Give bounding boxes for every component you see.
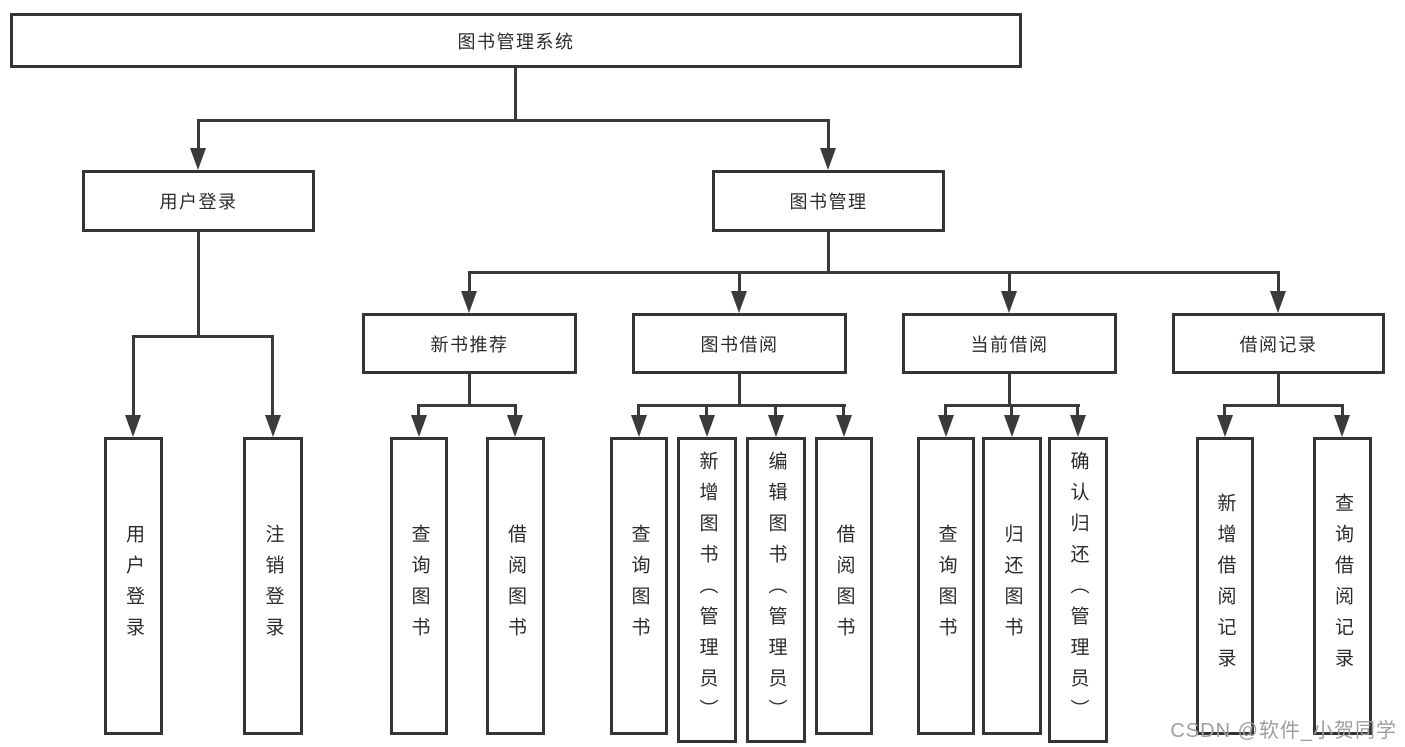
- arrowhead-icon: [631, 415, 647, 437]
- arrowhead-icon: [461, 291, 477, 313]
- connector-line: [417, 404, 420, 417]
- leaf-return-books: 归还图书: [982, 437, 1042, 735]
- connector-line: [827, 119, 830, 150]
- arrowhead-icon: [768, 415, 784, 437]
- arrowhead-icon: [1004, 415, 1020, 437]
- arrowhead-icon: [1334, 415, 1350, 437]
- leaf-add-borrow-record-label: 新增借阅记录: [1214, 493, 1236, 679]
- leaf-query-books-current: 查询图书: [917, 437, 975, 735]
- leaf-logout: 注销登录: [243, 437, 303, 735]
- node-borrow-records: 借阅记录: [1172, 313, 1385, 374]
- arrowhead-icon: [125, 415, 141, 437]
- leaf-borrow-books: 借阅图书: [815, 437, 873, 735]
- leaf-borrow-books-label: 借阅图书: [833, 524, 855, 648]
- node-new-book-recommend-label: 新书推荐: [430, 334, 509, 355]
- leaf-add-books-admin-label: 新增图书（管理员）: [696, 450, 718, 730]
- connector-line: [1008, 271, 1011, 293]
- connector-line: [1277, 374, 1280, 405]
- arrowhead-icon: [1270, 291, 1286, 313]
- arrowhead-icon: [836, 415, 852, 437]
- node-new-book-recommend: 新书推荐: [362, 313, 577, 374]
- connector-line: [197, 119, 200, 150]
- node-book-borrow: 图书借阅: [632, 313, 847, 374]
- leaf-query-books-recommend-label: 查询图书: [408, 524, 430, 648]
- watermark: CSDN @软件_小贺同学: [1170, 720, 1397, 742]
- connector-line: [514, 68, 517, 120]
- node-root: 图书管理系统: [10, 13, 1022, 68]
- arrowhead-icon: [190, 148, 206, 170]
- node-user-login-label: 用户登录: [159, 192, 238, 212]
- node-current-borrow: 当前借阅: [902, 313, 1117, 374]
- leaf-edit-books-admin: 编辑图书（管理员）: [746, 437, 806, 743]
- arrowhead-icon: [1217, 415, 1233, 437]
- leaf-user-login: 用户登录: [104, 437, 163, 735]
- connector-line: [197, 232, 200, 335]
- connector-line: [1010, 404, 1013, 417]
- node-root-label: 图书管理系统: [457, 31, 575, 52]
- leaf-add-books-admin: 新增图书（管理员）: [677, 437, 737, 743]
- arrowhead-icon: [265, 415, 281, 437]
- leaf-edit-books-admin-label: 编辑图书（管理员）: [765, 450, 787, 730]
- arrowhead-icon: [699, 415, 715, 437]
- leaf-logout-label: 注销登录: [262, 524, 284, 648]
- leaf-add-borrow-record: 新增借阅记录: [1196, 437, 1254, 735]
- leaf-query-borrow-record-label: 查询借阅记录: [1332, 493, 1353, 679]
- leaf-borrow-books-recommend-label: 借阅图书: [505, 524, 526, 648]
- connector-line: [1076, 404, 1079, 417]
- node-book-management-label: 图书管理: [789, 192, 868, 212]
- connector-line: [637, 404, 640, 417]
- leaf-query-books-recommend: 查询图书: [390, 437, 448, 735]
- connector-line: [1223, 404, 1344, 407]
- connector-line: [738, 271, 741, 293]
- connector-line: [738, 374, 741, 405]
- node-current-borrow-label: 当前借阅: [970, 334, 1049, 355]
- arrowhead-icon: [820, 148, 836, 170]
- node-book-borrow-label: 图书借阅: [700, 334, 779, 355]
- connector-line: [271, 335, 274, 415]
- leaf-query-books-current-label: 查询图书: [935, 524, 957, 648]
- connector-line: [1223, 404, 1226, 417]
- leaf-query-borrow-record: 查询借阅记录: [1313, 437, 1372, 735]
- connector-line: [842, 404, 845, 417]
- arrowhead-icon: [411, 415, 427, 437]
- leaf-borrow-books-recommend: 借阅图书: [486, 437, 545, 735]
- connector-line: [417, 404, 517, 407]
- leaf-user-login-label: 用户登录: [123, 524, 144, 648]
- connector-line: [637, 404, 846, 407]
- arrowhead-icon: [1001, 291, 1017, 313]
- node-borrow-records-label: 借阅记录: [1239, 334, 1318, 355]
- leaf-confirm-return-admin: 确认归还（管理员）: [1048, 437, 1108, 743]
- leaf-query-books-borrow: 查询图书: [610, 437, 668, 735]
- leaf-return-books-label: 归还图书: [1001, 524, 1023, 648]
- connector-line: [197, 119, 830, 122]
- arrowhead-icon: [1070, 415, 1086, 437]
- connector-line: [468, 374, 471, 405]
- leaf-query-books-borrow-label: 查询图书: [628, 524, 650, 648]
- arrowhead-icon: [731, 291, 747, 313]
- connector-line: [827, 232, 830, 272]
- connector-line: [1008, 374, 1011, 405]
- connector-line: [468, 271, 1280, 274]
- connector-line: [132, 335, 274, 338]
- connector-line: [1277, 271, 1280, 293]
- connector-line: [774, 404, 777, 417]
- arrowhead-icon: [938, 415, 954, 437]
- connector-line: [944, 404, 947, 417]
- leaf-confirm-return-admin-label: 确认归还（管理员）: [1067, 450, 1089, 730]
- arrowhead-icon: [507, 415, 523, 437]
- node-user-login: 用户登录: [82, 170, 315, 232]
- connector-line: [514, 404, 517, 417]
- connector-line: [468, 271, 471, 293]
- connector-line: [1341, 404, 1344, 417]
- connector-line: [132, 335, 135, 415]
- connector-line: [705, 404, 708, 417]
- node-book-management: 图书管理: [712, 170, 945, 232]
